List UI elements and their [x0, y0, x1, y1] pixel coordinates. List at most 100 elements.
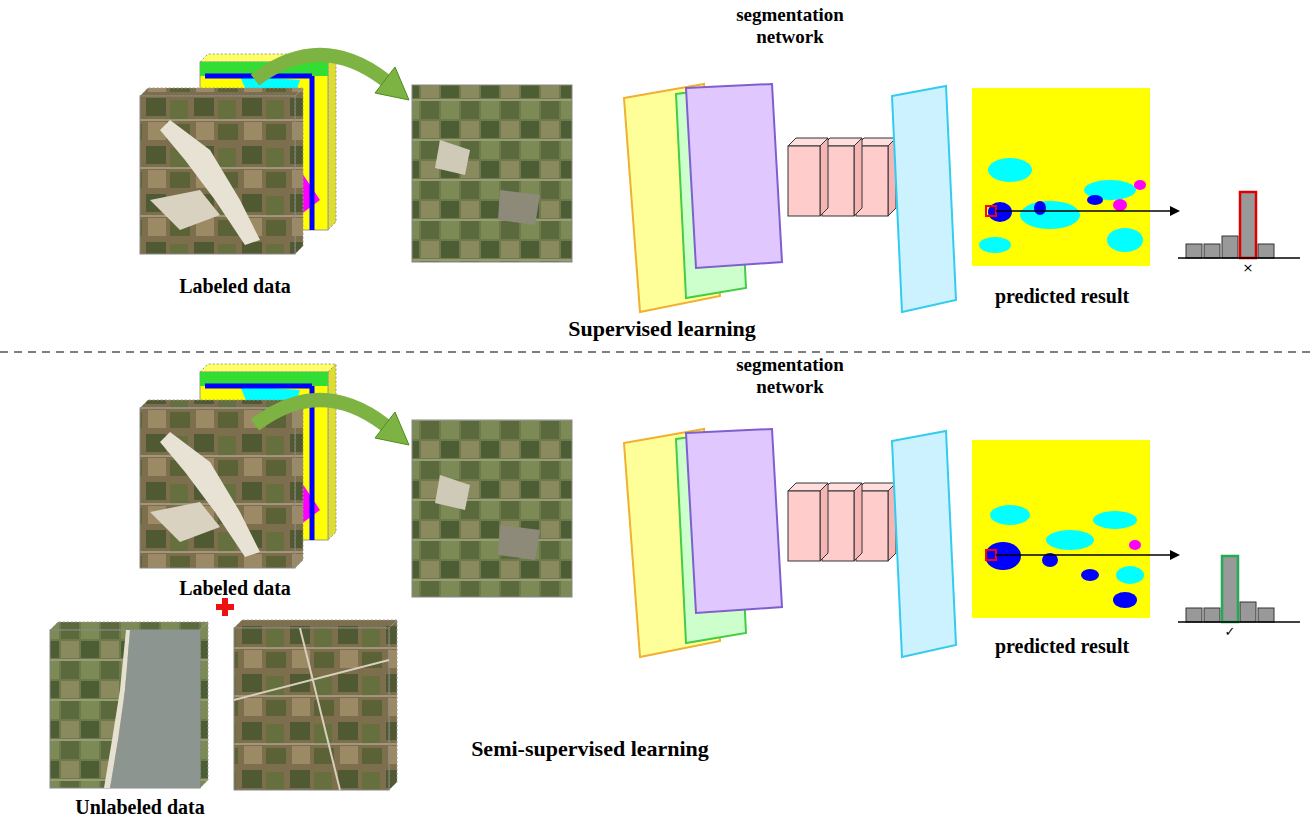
block-face — [854, 138, 862, 216]
image-face — [389, 620, 397, 790]
conv-blocks — [788, 483, 896, 561]
class-blob — [1113, 592, 1137, 608]
section-title: Semi-supervised learning — [471, 736, 709, 762]
bar — [1204, 608, 1220, 622]
bare-ground — [160, 432, 260, 557]
satellite-image — [140, 408, 295, 568]
satellite-image — [234, 628, 389, 790]
class-blob — [1134, 180, 1146, 190]
conv-blocks — [788, 138, 896, 216]
unlabeled-stack — [234, 620, 397, 790]
label-map-face — [328, 54, 336, 230]
image-stack — [140, 88, 303, 254]
layer-panel — [892, 86, 956, 312]
unlabeled-stack — [50, 622, 208, 788]
axis — [1178, 621, 1300, 623]
block-face — [820, 138, 828, 216]
curved-arrow — [255, 55, 385, 80]
water — [110, 630, 200, 788]
bar — [1186, 244, 1202, 258]
block-face — [820, 483, 828, 561]
class-blob — [985, 542, 1021, 570]
arrow-head — [375, 412, 409, 445]
correct-mark: ✓ — [1225, 624, 1236, 639]
segmentation-network — [624, 429, 956, 657]
road — [300, 628, 340, 790]
node-caption: predicted result — [995, 635, 1129, 658]
transfer-arrow — [255, 400, 409, 445]
block-face — [854, 483, 862, 561]
bar — [1240, 192, 1256, 258]
class-blob — [1116, 566, 1144, 584]
bar — [1258, 608, 1274, 622]
layer-panel — [686, 429, 782, 613]
pointer-line — [996, 210, 1172, 212]
network-block: segmentation network — [640, 4, 940, 324]
probability-histogram — [1178, 192, 1300, 258]
class-blob — [1107, 228, 1143, 252]
input-image — [412, 420, 572, 597]
building — [435, 475, 470, 510]
image-face — [140, 88, 303, 96]
probability-histogram — [1178, 556, 1300, 622]
wrong-mark: × — [1243, 260, 1254, 275]
node-caption: Unlabeled data — [75, 796, 204, 819]
beach — [104, 630, 130, 788]
label-map-face — [328, 364, 336, 540]
pointer-head — [1170, 206, 1180, 216]
bare-ground — [150, 190, 220, 230]
class-blob — [1034, 201, 1046, 215]
class-blob — [1113, 199, 1127, 211]
class-blob — [1093, 511, 1137, 529]
image-face — [295, 88, 303, 254]
class-blob — [979, 237, 1011, 253]
node-caption: Labeled data — [179, 275, 291, 298]
building — [498, 190, 540, 225]
node-caption: segmentation network — [720, 4, 860, 48]
class-blob — [1129, 540, 1141, 550]
building — [498, 525, 540, 560]
satellite-image — [140, 96, 295, 254]
bar — [1222, 236, 1238, 258]
satellite-image — [50, 630, 200, 788]
input-image — [412, 85, 572, 262]
block — [788, 146, 820, 216]
image-face — [295, 400, 303, 568]
class-blob — [988, 158, 1032, 182]
curved-arrow — [255, 400, 385, 425]
class-blob — [1046, 530, 1094, 550]
image-face — [50, 622, 208, 630]
road — [234, 660, 389, 700]
pointer-line — [996, 554, 1172, 556]
layer-panel — [686, 84, 782, 268]
node-caption: Labeled data — [179, 577, 291, 600]
class-blob — [990, 505, 1030, 525]
bar — [1204, 244, 1220, 258]
image-face — [234, 620, 397, 628]
label-map-face — [200, 364, 336, 372]
arrow-head — [375, 67, 409, 100]
data-stack: Unlabeled data — [40, 622, 240, 819]
pixel-marker — [986, 206, 996, 216]
result-map: predicted result — [962, 82, 1162, 308]
block — [788, 491, 820, 561]
segmentation-network — [624, 84, 956, 312]
label-road — [310, 386, 315, 540]
transfer-arrow — [255, 55, 409, 100]
bare-ground — [160, 120, 260, 245]
prediction-map — [972, 440, 1150, 618]
label-road — [205, 384, 312, 389]
label-road — [310, 76, 315, 230]
separator — [0, 351, 1310, 353]
node-caption: predicted result — [995, 285, 1129, 308]
building — [435, 140, 470, 175]
network-block: segmentation network — [640, 354, 940, 674]
pointer-head — [1170, 550, 1180, 560]
bar — [1222, 556, 1238, 622]
image-face — [200, 622, 208, 788]
class-blob — [1020, 201, 1080, 229]
image-stack — [140, 400, 303, 568]
axis — [1178, 257, 1300, 259]
class-blob — [1087, 195, 1103, 205]
